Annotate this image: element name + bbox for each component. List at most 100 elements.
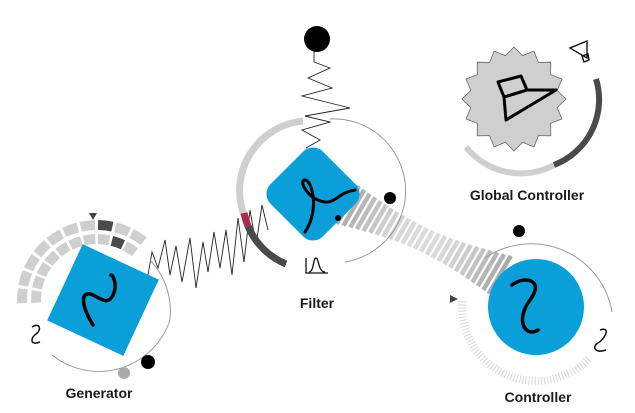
cable-stripe (348, 192, 372, 229)
filter-ring-light (236, 117, 304, 217)
generator-segment[interactable] (62, 222, 80, 238)
controller-tick (576, 363, 582, 371)
controller-label: Controller (504, 389, 572, 405)
generator-handle-black[interactable] (141, 355, 155, 369)
generator-segment[interactable] (32, 275, 46, 290)
generator-pointer-icon (89, 213, 97, 220)
generator-segment[interactable] (114, 222, 131, 237)
controller-tick (521, 375, 525, 384)
controller-tick (573, 365, 579, 373)
controller-tick (458, 301, 467, 303)
generator-segment-rings[interactable] (17, 220, 147, 304)
controller-tick (515, 374, 519, 383)
cable-stripe (381, 210, 400, 238)
cable-stripe (442, 239, 460, 266)
cable-filter-top[interactable] (300, 42, 351, 149)
controller-tick (506, 371, 511, 380)
controller-tick (467, 341, 476, 346)
global-ring-dark (552, 78, 603, 168)
controller-tick (484, 359, 491, 367)
controller-tick (473, 348, 481, 355)
cable-stripe (374, 207, 394, 236)
cable-stripe (354, 196, 378, 231)
generator-segment[interactable] (68, 236, 83, 250)
controller-tick (528, 376, 530, 385)
cable-stripe (475, 251, 500, 288)
filter-ring-dark (244, 224, 288, 268)
generator-segment[interactable] (97, 234, 111, 246)
controller-body[interactable] (488, 259, 584, 355)
generator-segment[interactable] (55, 241, 71, 257)
controller-tick (583, 358, 590, 365)
cable-stripe (470, 249, 493, 284)
speaker-small-icon (568, 40, 590, 63)
cable-stripe (341, 188, 367, 227)
cable-filter-controller[interactable] (334, 184, 513, 296)
controller-handle[interactable] (513, 225, 525, 237)
controller-module[interactable] (450, 225, 613, 386)
tilde-icon (31, 324, 41, 344)
controller-tick (560, 372, 565, 380)
sine-wave-icon (510, 278, 540, 334)
controller-tick (546, 376, 549, 385)
controller-tick (464, 335, 473, 341)
controller-tick (518, 375, 522, 384)
controller-tick (578, 362, 585, 369)
controller-tick (540, 376, 543, 385)
generator-segment[interactable] (31, 290, 42, 303)
cable-stripe (453, 243, 473, 273)
cable-stripe (459, 245, 480, 276)
controller-arc (484, 243, 613, 313)
cable-stripe (394, 217, 411, 243)
cable-generator-filter[interactable] (147, 204, 269, 289)
controller-tick (557, 373, 562, 382)
speaker-icon (496, 74, 558, 122)
generator-segment[interactable] (17, 288, 28, 304)
controller-tick (466, 338, 474, 344)
generator-segment[interactable] (79, 220, 96, 232)
controller-tick (552, 374, 556, 383)
controller-tick (563, 371, 568, 379)
controller-tick (568, 368, 574, 376)
controller-tick (503, 370, 508, 379)
global-controller-module[interactable] (461, 40, 603, 177)
controller-tick (509, 372, 513, 381)
generator-module[interactable] (17, 213, 171, 379)
global-star-badge[interactable] (461, 46, 567, 152)
controller-tick (491, 364, 498, 372)
filter-top-knob[interactable] (304, 26, 330, 52)
generator-segment[interactable] (46, 229, 64, 246)
generator-arc (51, 319, 171, 372)
generator-segment[interactable] (129, 228, 147, 246)
cable-stripe (436, 237, 454, 263)
filter-module[interactable] (236, 117, 407, 274)
filter-ring-red (240, 212, 252, 228)
generator-segment[interactable] (24, 253, 40, 272)
controller-tick (475, 350, 483, 357)
generator-segment[interactable] (36, 261, 52, 278)
controller-tick (459, 319, 468, 322)
controller-tick (461, 327, 470, 332)
cable-stripe (448, 241, 467, 269)
filter-arc (329, 118, 407, 263)
generator-segment[interactable] (44, 250, 60, 266)
generator-segment-active[interactable] (97, 220, 114, 232)
generator-segment-active[interactable] (110, 235, 126, 250)
controller-tick (469, 343, 477, 349)
generator-segment[interactable] (18, 270, 33, 287)
filter-handle[interactable] (384, 192, 396, 204)
controller-tick (481, 357, 489, 364)
controller-tick (549, 375, 552, 384)
controller-tick (458, 313, 467, 316)
controller-tick (494, 366, 500, 374)
generator-segment[interactable] (33, 240, 51, 258)
controller-tick-dial[interactable] (458, 301, 592, 386)
filter-label: Filter (299, 295, 335, 311)
controller-tick (571, 366, 577, 375)
generator-segment[interactable] (82, 234, 96, 246)
generator-segment[interactable] (122, 241, 139, 257)
controller-pointer-icon (450, 295, 458, 303)
generator-handle-grey[interactable] (118, 367, 130, 379)
controller-tick (543, 376, 546, 385)
